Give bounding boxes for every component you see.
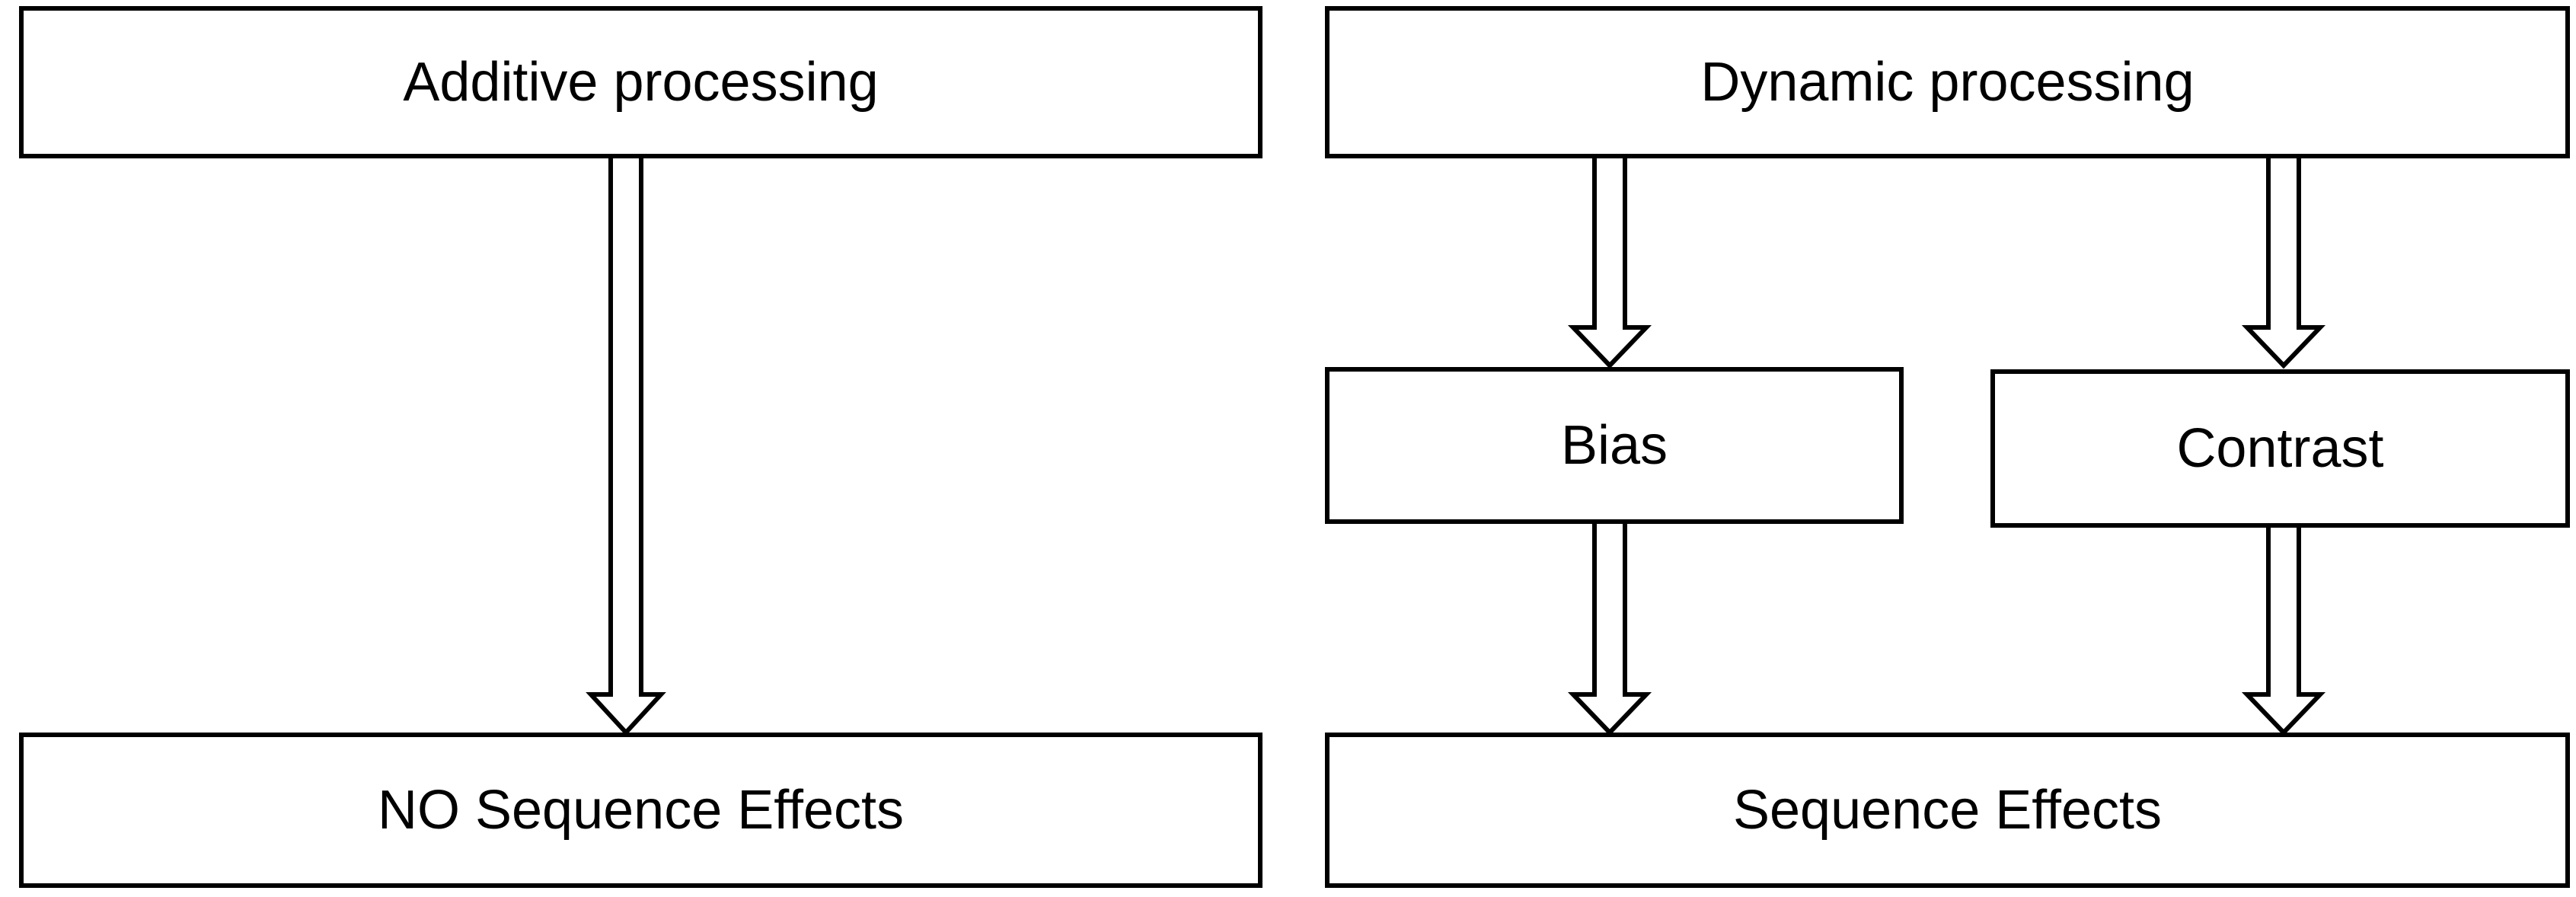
bias-label: Bias <box>1560 415 1668 476</box>
bias-box: Bias <box>1325 367 1904 524</box>
sequence-effects-label: Sequence Effects <box>1732 780 2163 841</box>
contrast-label: Contrast <box>2176 418 2384 479</box>
arrow-contrast-to-effects <box>2241 523 2326 736</box>
dynamic-processing-box: Dynamic processing <box>1325 6 2570 158</box>
arrow-bias-to-effects <box>1567 519 1652 736</box>
dynamic-processing-label: Dynamic processing <box>1700 52 2195 113</box>
arrow-dynamic-to-contrast <box>2241 154 2326 369</box>
additive-processing-label: Additive processing <box>403 52 879 113</box>
contrast-box: Contrast <box>1990 369 2570 528</box>
arrow-dynamic-to-bias <box>1567 154 1652 369</box>
arrow-additive-to-no-effects <box>586 154 666 736</box>
no-sequence-effects-label: NO Sequence Effects <box>377 780 905 841</box>
sequence-effects-box: Sequence Effects <box>1325 733 2570 888</box>
no-sequence-effects-box: NO Sequence Effects <box>19 733 1262 888</box>
additive-processing-box: Additive processing <box>19 6 1262 158</box>
